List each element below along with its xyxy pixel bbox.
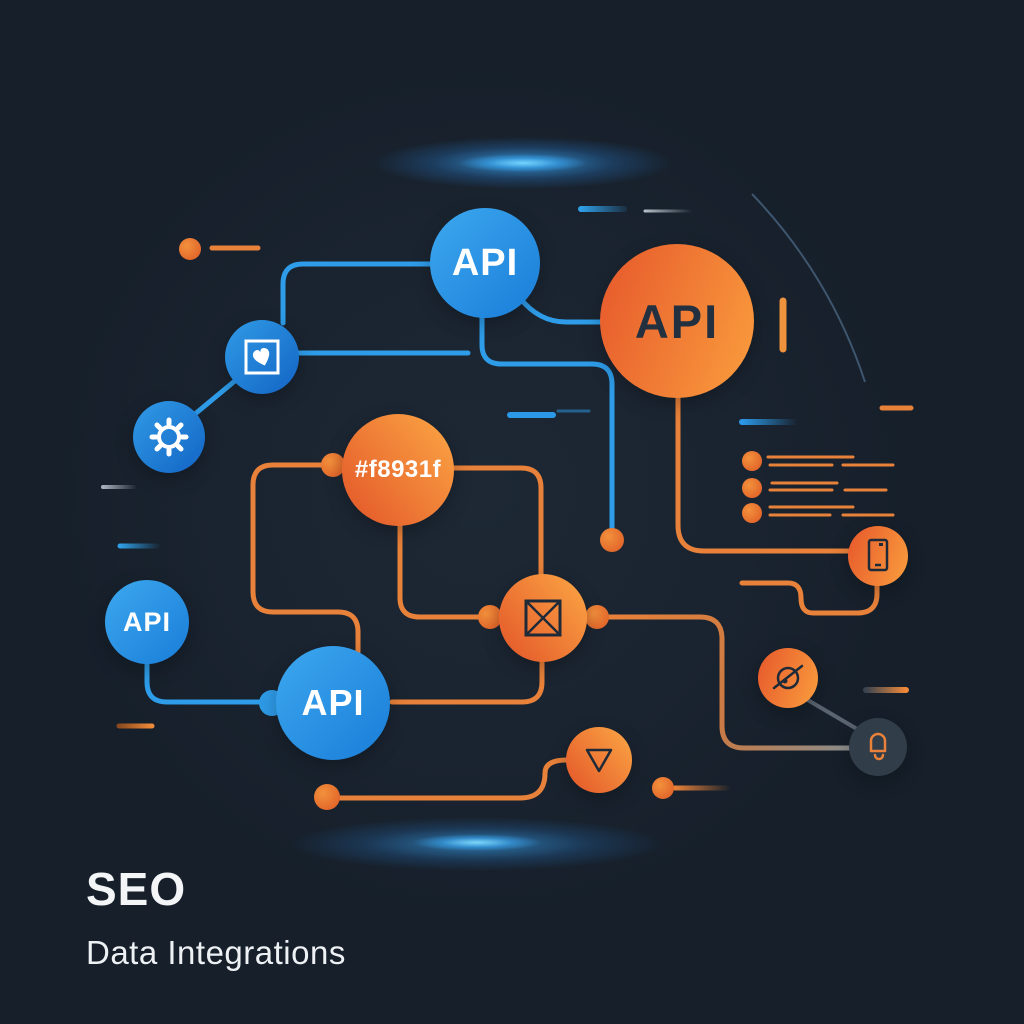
node-phone xyxy=(848,526,908,586)
node-bell xyxy=(849,718,907,776)
gear-icon xyxy=(149,417,189,457)
wire-xsquare-bottom-to-api-large xyxy=(389,659,545,705)
bell-icon xyxy=(869,732,887,761)
node-api-blue-top-label: API xyxy=(451,241,519,284)
wire-heart-to-api-top xyxy=(280,261,435,326)
junction-dot xyxy=(314,784,340,810)
node-api-blue-top: API xyxy=(430,208,540,318)
wire-target-to-bell xyxy=(804,697,859,731)
node-api-blue-small: API xyxy=(105,580,189,664)
heart-in-square-icon xyxy=(244,339,280,375)
bullet-dots xyxy=(742,451,762,523)
wire-api-orange-to-phone xyxy=(675,395,853,554)
node-heart xyxy=(225,320,299,394)
wire-hex-bottom-to-xsquare xyxy=(397,523,483,620)
smartphone-icon xyxy=(867,538,889,572)
junction-dot xyxy=(585,605,609,629)
node-x-square xyxy=(499,574,587,662)
wire-dot-to-triangle xyxy=(337,757,570,801)
node-api-orange: API xyxy=(600,244,754,398)
wire-api-top-down-to-dot xyxy=(479,311,615,533)
wire-hex-left-loop xyxy=(250,462,361,655)
footer-text: SEO Data Integrations xyxy=(86,862,346,972)
junction-dot xyxy=(652,777,674,799)
node-target xyxy=(758,648,818,708)
junction-dot xyxy=(321,453,345,477)
wire-hex-right-to-xsquare-top xyxy=(451,465,544,579)
wire-xsquare-to-bell xyxy=(606,614,853,751)
node-triangle xyxy=(566,727,632,793)
background-arc xyxy=(751,193,866,383)
wire-phone-s-curve xyxy=(739,580,880,616)
wire-gear-to-heart xyxy=(192,377,239,417)
x-square-icon xyxy=(524,599,562,637)
node-api-blue-large-label: API xyxy=(301,682,365,723)
bullet-list xyxy=(766,455,895,517)
node-hex-color: #f8931f xyxy=(342,414,454,526)
target-slash-icon xyxy=(772,664,804,690)
wire-api-small-to-api-large xyxy=(144,661,271,705)
node-api-blue-large: API xyxy=(276,646,390,760)
page-subtitle: Data Integrations xyxy=(86,934,346,971)
node-gear xyxy=(133,401,205,473)
triangle-down-icon xyxy=(585,748,613,773)
junction-dot xyxy=(179,238,201,260)
wire-api-top-to-api-orange xyxy=(517,295,607,325)
junction-dot xyxy=(600,528,624,552)
page-title: SEO xyxy=(86,863,187,915)
node-hex-label: #f8931f xyxy=(354,456,442,483)
junction-dot xyxy=(478,605,502,629)
node-api-orange-label: API xyxy=(634,294,720,348)
node-api-blue-small-label: API xyxy=(122,606,171,637)
